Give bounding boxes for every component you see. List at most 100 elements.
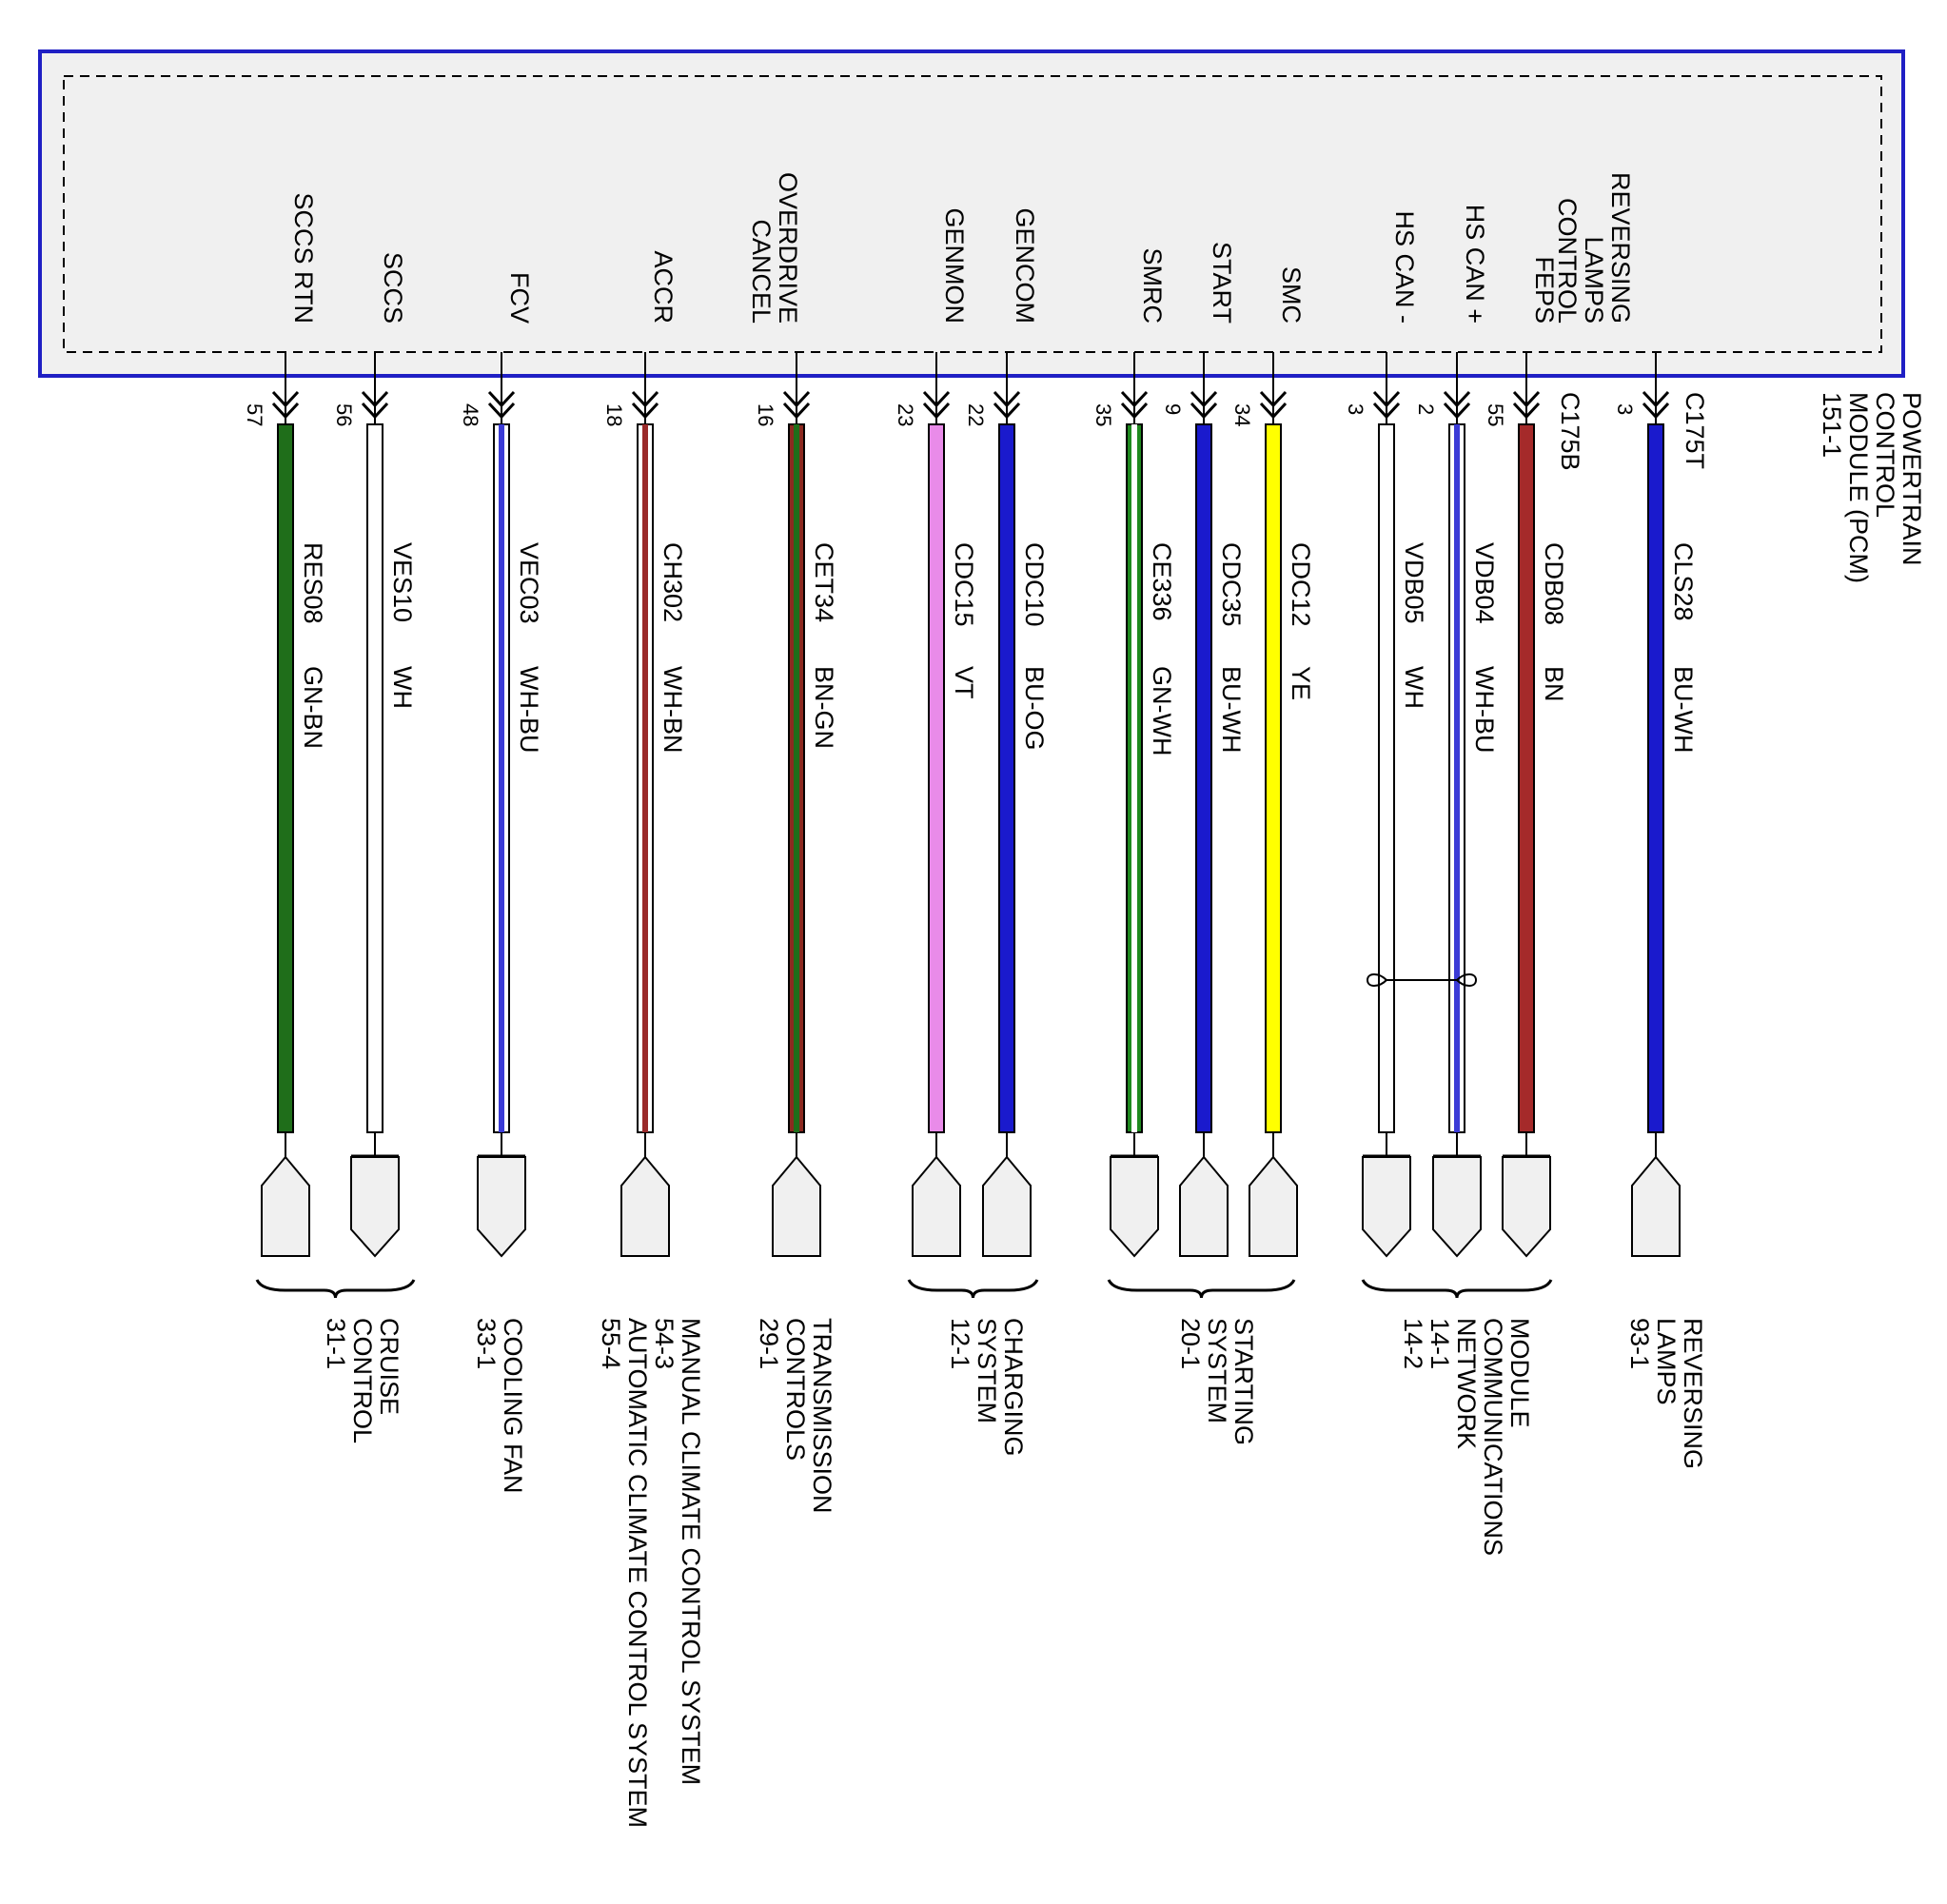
destination-label-line: 12-1 [946,1318,974,1369]
signal-label: GENCOM [1011,208,1039,324]
signal-label: SMRC [1138,248,1167,324]
wire [1265,423,1282,1133]
pin-arrow [1512,390,1541,408]
destination-label-line: CRUISE [375,1318,403,1415]
pin-arrow [1259,402,1288,420]
pin-arrow [631,402,659,420]
wire [1378,423,1395,1133]
wire-id: CET34 [810,542,838,622]
pin-number: 2 [1414,403,1438,415]
destination-label-line: MODULE [1505,1318,1534,1428]
pin-number: 9 [1161,403,1185,415]
wire-stripe [642,424,648,1132]
signal-label-line: OVERDRIVE [774,172,802,324]
pin-number: 35 [1092,403,1115,426]
signal-label-line: CONTROL [1553,198,1582,324]
destination-label-line: SYSTEM [1203,1318,1231,1423]
destination: CRUISECONTROL31-1 [255,1279,416,1443]
pin-arrow [487,390,516,408]
pin-number: 34 [1230,403,1254,426]
pcm-module: POWERTRAIN CONTROL MODULE (PCM)151-1 C175B… [38,49,1926,583]
wire-id: CDC12 [1287,542,1315,627]
wire-id: CE336 [1148,542,1176,621]
pin-arrow [271,390,300,408]
destination-label-line: SYSTEM [973,1318,1001,1423]
terminal-connector [261,1155,310,1257]
destination-brace [907,1279,1039,1299]
connector-c175b-label: C175B [1556,392,1584,471]
pin-arrow [922,402,951,420]
signal-label: SMC [1277,266,1306,324]
signal-label: GENMON [940,208,969,324]
circuits: SCCS RTN57RES08GN-BNSCCS56VES10WHFCV48VE… [243,172,1698,1258]
destination-label-line: 93-1 [1625,1318,1654,1369]
destination-label: TRANSMISSIONCONTROLS29-1 [755,1318,836,1514]
destination-label-line: 20-1 [1176,1318,1205,1369]
destination-label-line: CHARGING [999,1318,1028,1457]
pin-arrow [782,402,811,420]
pin-arrow [1642,402,1670,420]
wire-color-code: WH-BU [1470,666,1499,753]
destination: TRANSMISSIONCONTROLS29-1 [755,1318,836,1514]
destination: STARTINGSYSTEM20-1 [1107,1279,1296,1445]
destination-brace [1361,1279,1553,1299]
destination-label-line: AUTOMATIC CLIMATE CONTROL SYSTEM [623,1318,652,1828]
pin-arrow [1120,390,1149,408]
signal-label: OVERDRIVECANCEL [747,172,802,324]
wire [1195,423,1212,1133]
terminal-connector [912,1155,961,1257]
wire-color-code: BN-GN [810,666,838,749]
connector-c175t-label: C175T [1681,392,1709,469]
destination-label-line: 29-1 [755,1318,783,1369]
destination: COOLING FAN33-1 [472,1318,527,1494]
terminal-connector [982,1155,1032,1257]
wire-color-code: BU-WH [1217,666,1246,753]
signal-label: FEPS [1530,256,1559,324]
pin-number: 48 [459,403,482,426]
destination-label-line: LAMPS [1652,1318,1681,1405]
module-name-line: 151-1 [1818,392,1846,458]
destination-label-line: TRANSMISSION [808,1318,836,1514]
pin-arrow [1512,402,1541,420]
terminal-connector [1179,1155,1229,1257]
destination-label: REVERSINGLAMPS93-1 [1625,1318,1707,1469]
pin-arrow [1190,390,1218,408]
signal-label-line: ACCR [649,250,678,324]
twisted-pair-marker [1366,973,1478,987]
pin-number: 16 [754,403,777,426]
pin-arrow [782,390,811,408]
module-name-line: POWERTRAIN [1898,392,1926,566]
pin-number: 3 [1613,403,1637,415]
pin-number: 56 [332,403,356,426]
wire-id: RES08 [299,542,327,624]
pin-number: 55 [1484,403,1507,426]
pin-arrow [993,402,1021,420]
signal-label-line: GENCOM [1011,208,1039,324]
wire-id: CDC15 [950,542,978,627]
signal-label-line: REVERSING [1606,172,1635,324]
pin-arrow [487,402,516,420]
signal-label: HS CAN - [1390,210,1419,324]
destination-label: MODULECOMMUNICATIONSNETWORK14-114-2 [1399,1318,1534,1556]
terminal-connector [477,1156,526,1258]
wire-id: VDB05 [1400,542,1428,624]
wire-id: CH302 [659,542,687,622]
destination: REVERSINGLAMPS93-1 [1625,1318,1707,1469]
signal-label: FCV [505,272,534,324]
pin-arrow [271,402,300,420]
terminal-connector [1502,1156,1551,1258]
wire-id: CDC35 [1217,542,1246,627]
destination-label-line: COMMUNICATIONS [1479,1318,1507,1556]
pin-arrow [993,390,1021,408]
destination-label-line: CONTROL [348,1318,377,1443]
module-name-line: MODULE (PCM) [1844,392,1873,583]
